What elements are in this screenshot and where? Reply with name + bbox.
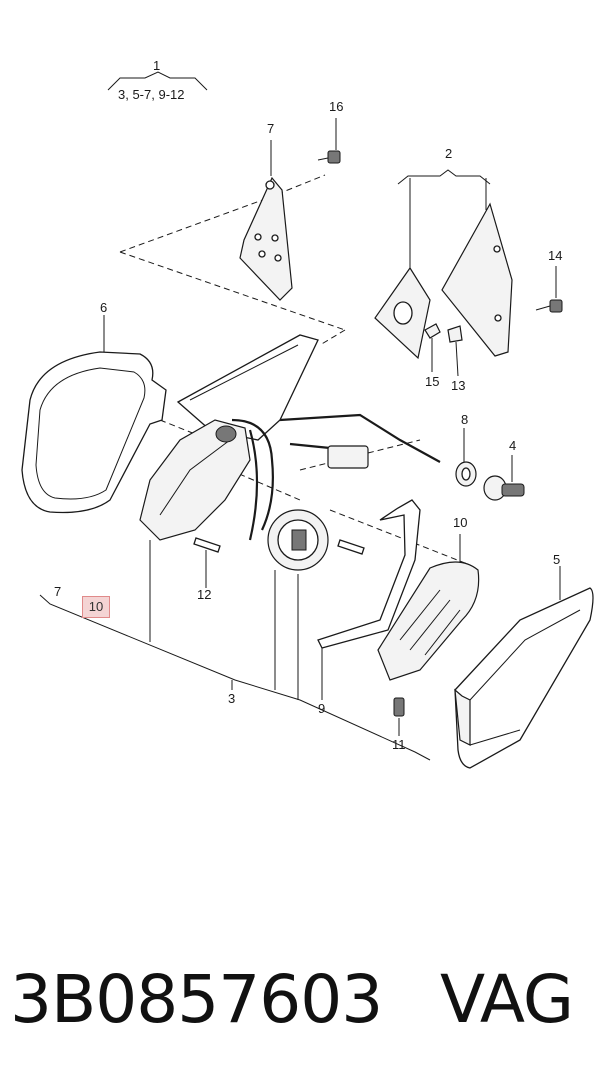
part-11-screw bbox=[393, 697, 405, 736]
part-12-screw bbox=[193, 537, 221, 588]
callout-13: 13 bbox=[451, 378, 466, 393]
part-13-clip bbox=[447, 325, 463, 343]
callout-3: 3 bbox=[228, 691, 236, 706]
part-number: 3B0857603 bbox=[10, 961, 383, 1038]
highlighted-callout-10: 10 bbox=[82, 596, 110, 618]
brand-label: VAG bbox=[440, 961, 574, 1038]
callout-11: 11 bbox=[392, 737, 406, 752]
part-15-clip bbox=[424, 323, 441, 339]
part-16-screw bbox=[317, 118, 341, 164]
part-8-grommet bbox=[455, 428, 477, 487]
part-10-cap bbox=[377, 534, 480, 681]
mirror-base-arm bbox=[176, 334, 319, 441]
callout-8: 8 bbox=[461, 412, 469, 427]
callout-9: 9 bbox=[318, 701, 326, 716]
part-2-trim-covers bbox=[374, 202, 513, 360]
bracket-group-1 bbox=[107, 71, 208, 91]
part-5-mirror-glass bbox=[454, 566, 594, 769]
part-9-seal-strip bbox=[317, 499, 421, 700]
callout-16: 16 bbox=[329, 99, 344, 114]
callout-14: 14 bbox=[548, 248, 563, 263]
callout-10: 10 bbox=[453, 515, 468, 530]
leader-bottom-frame bbox=[39, 594, 431, 761]
adjuster-motor bbox=[267, 509, 329, 571]
part-14-screw bbox=[535, 266, 563, 313]
callout-15: 15 bbox=[425, 374, 440, 389]
callout-12: 12 bbox=[197, 587, 212, 602]
part-7-mounting-plate bbox=[239, 140, 293, 301]
callout-1-range: 3, 5-7, 9-12 bbox=[118, 87, 185, 102]
part-4-lamp bbox=[483, 455, 525, 501]
callout-5: 5 bbox=[553, 552, 561, 567]
callout-7-bottom: 7 bbox=[54, 584, 62, 599]
callout-4: 4 bbox=[509, 438, 517, 453]
callout-6: 6 bbox=[100, 300, 108, 315]
callout-2: 2 bbox=[445, 146, 453, 161]
wiring-cable bbox=[231, 418, 274, 541]
mirror-carrier-frame bbox=[139, 419, 251, 541]
part-6-mirror-housing bbox=[21, 315, 167, 514]
dash-mount-plate bbox=[119, 174, 346, 346]
callout-1: 1 bbox=[153, 58, 161, 73]
callout-7-top: 7 bbox=[267, 121, 275, 136]
exploded-parts-diagram bbox=[21, 71, 594, 769]
bracket-group-2 bbox=[397, 169, 491, 185]
